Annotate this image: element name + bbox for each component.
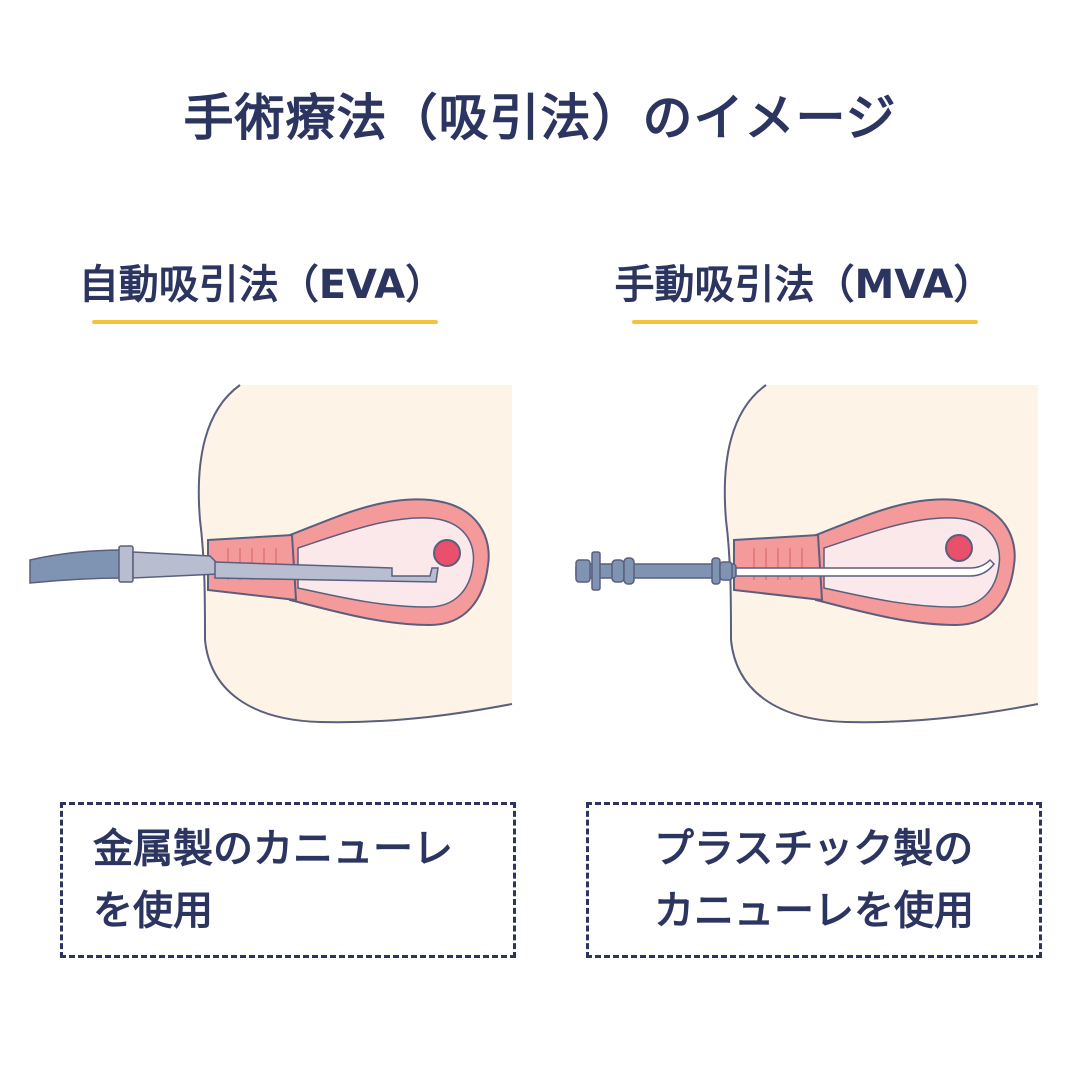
body-outline xyxy=(197,384,513,724)
mva-illustration xyxy=(575,384,1039,724)
eva-note-box: 金属製のカニューレ を使用 xyxy=(60,802,516,958)
gestational-sac-dot xyxy=(945,534,973,562)
suction-tube xyxy=(29,549,126,584)
metal-handle xyxy=(132,551,219,579)
eva-heading-underline xyxy=(92,320,438,324)
eva-illustration xyxy=(29,384,513,724)
eva-column: 自動吸引法（EVA） 金属製のカニューレ を使用 xyxy=(29,262,516,958)
tube-connector xyxy=(118,545,134,583)
mva-note-box: プラスチック製の カニューレを使用 xyxy=(586,802,1042,958)
eva-heading: 自動吸引法（EVA） xyxy=(78,262,446,308)
page-title: 手術療法（吸引法）のイメージ xyxy=(183,89,897,147)
mva-column: 手動吸引法（MVA） xyxy=(540,0,1080,1080)
body-outline xyxy=(723,384,1039,724)
manual-syringe xyxy=(575,551,737,591)
mva-heading: 手動吸引法（MVA） xyxy=(614,262,994,308)
metal-cannula xyxy=(214,561,439,583)
mva-heading-underline xyxy=(632,320,978,324)
eva-note-text: 金属製のカニューレ を使用 xyxy=(93,826,453,934)
mva-note-text: プラスチック製の カニューレを使用 xyxy=(654,826,974,934)
plastic-cannula xyxy=(735,558,995,577)
uterus-cavity xyxy=(297,517,475,608)
gestational-sac-dot xyxy=(433,539,461,567)
